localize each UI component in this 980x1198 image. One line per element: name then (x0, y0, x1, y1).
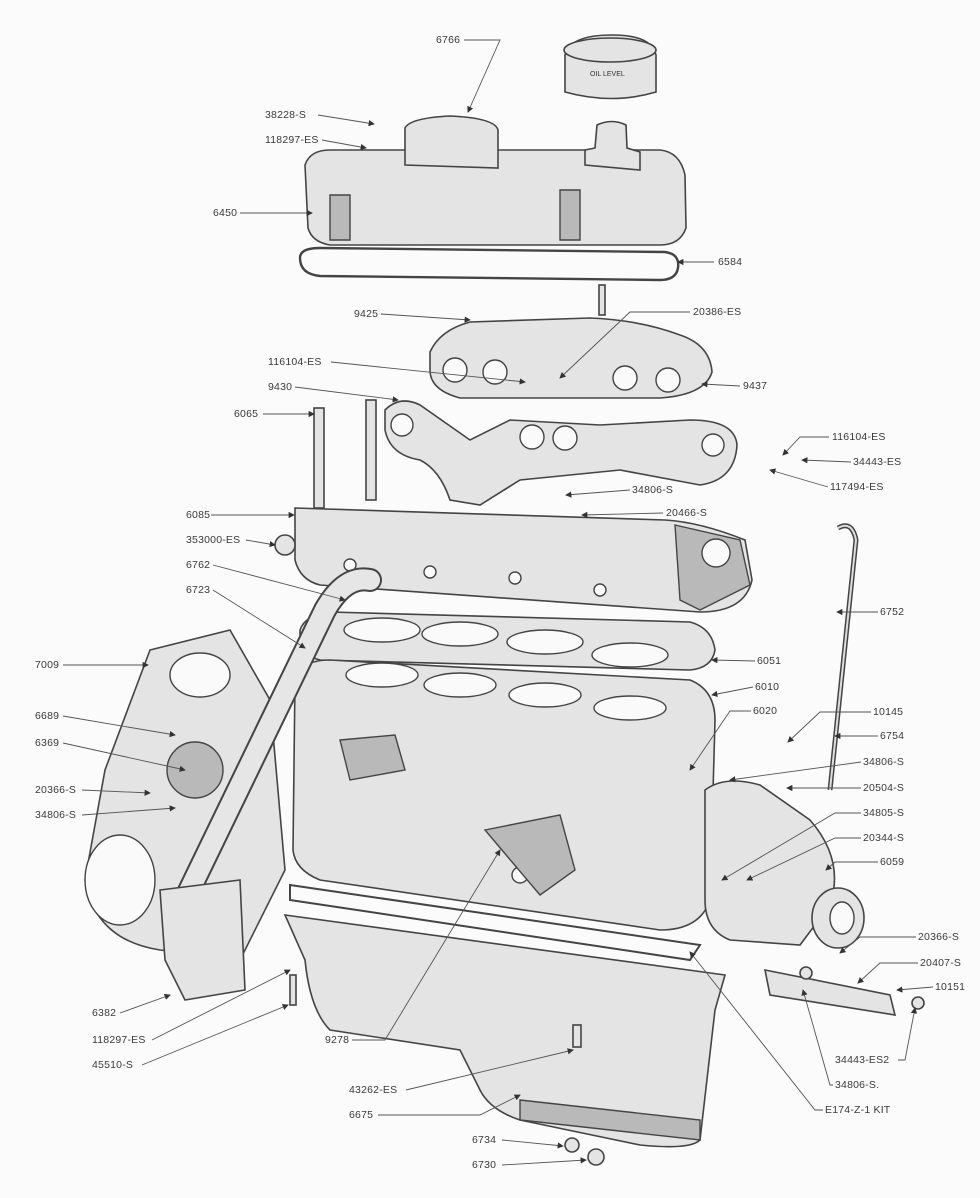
timing-cover (704, 780, 865, 949)
part-label: 20386-ES (693, 306, 742, 318)
part-label: 118297-ES (92, 1034, 146, 1046)
oil-filler-cap: OIL LEVEL (563, 34, 657, 100)
part-label: 6010 (755, 681, 780, 693)
part-label: 6020 (753, 705, 778, 717)
part-label: 118297-ES (265, 134, 319, 146)
cylinder-head (274, 507, 753, 613)
part-label: 6723 (186, 584, 211, 596)
part-label: 6065 (234, 408, 259, 420)
part-label: 6382 (92, 1007, 117, 1019)
part-label: 20407-S (920, 957, 962, 969)
part-label: 20504-S (863, 782, 905, 794)
part-label: 34806-S (35, 809, 77, 821)
front-support-bracket (763, 968, 897, 1016)
dipstick (827, 523, 859, 791)
part-label: 6734 (472, 1134, 497, 1146)
rocker-cover (304, 115, 687, 246)
part-label: 116104-ES (268, 356, 322, 368)
part-label: 117494-ES (830, 481, 884, 493)
part-label: 6752 (880, 606, 905, 618)
rocker-cover-gasket (298, 246, 680, 282)
part-label: 34806-S (863, 756, 905, 768)
part-label: 10151 (935, 981, 966, 993)
oil-level-text: OIL LEVEL (590, 71, 625, 78)
part-label: 116104-ES (832, 431, 886, 443)
part-label: 9425 (354, 308, 379, 320)
part-label: 34805-S (863, 807, 905, 819)
leader-lines (62, 39, 934, 1166)
part-label: 38228-S (265, 109, 307, 121)
head-gasket (299, 611, 716, 671)
part-label: 6675 (349, 1109, 374, 1121)
part-label: 9278 (325, 1034, 350, 1046)
part-label: 20466-S (666, 507, 708, 519)
part-label: 20344-S (863, 832, 905, 844)
exhaust-manifold (384, 400, 738, 506)
part-label: 9437 (743, 380, 768, 392)
part-label: 353000-ES (186, 534, 241, 546)
engine-front-plate (84, 629, 286, 961)
part-label: 34443-ES2 (835, 1054, 890, 1066)
part-label: E174-Z-1 KIT (825, 1104, 891, 1116)
part-label: 6766 (436, 34, 461, 46)
part-label: 45510-S (92, 1059, 134, 1071)
part-label: 6584 (718, 256, 743, 268)
part-label: 6762 (186, 559, 211, 571)
part-label: 34443-ES (853, 456, 902, 468)
part-label: 20366-S (35, 784, 77, 796)
part-label: 43262-ES (349, 1084, 398, 1096)
intake-manifold (429, 317, 713, 399)
part-label: 6059 (880, 856, 905, 868)
part-label: 6754 (880, 730, 905, 742)
part-label: 20366-S (918, 931, 960, 943)
part-label: 6085 (186, 509, 211, 521)
part-label: 10145 (873, 706, 904, 718)
part-label: 6450 (213, 207, 238, 219)
part-label: 6369 (35, 737, 60, 749)
part-label: 6730 (472, 1159, 497, 1171)
part-label: 34806-S (632, 484, 674, 496)
water-pump-bracket (159, 879, 246, 1001)
part-label: 34806-S. (835, 1079, 880, 1091)
sump-gasket (289, 883, 702, 962)
part-label: 6051 (757, 655, 782, 667)
part-label: 7009 (35, 659, 60, 671)
part-label: 6689 (35, 710, 60, 722)
part-label: 9430 (268, 381, 293, 393)
cylinder-block (292, 659, 716, 931)
